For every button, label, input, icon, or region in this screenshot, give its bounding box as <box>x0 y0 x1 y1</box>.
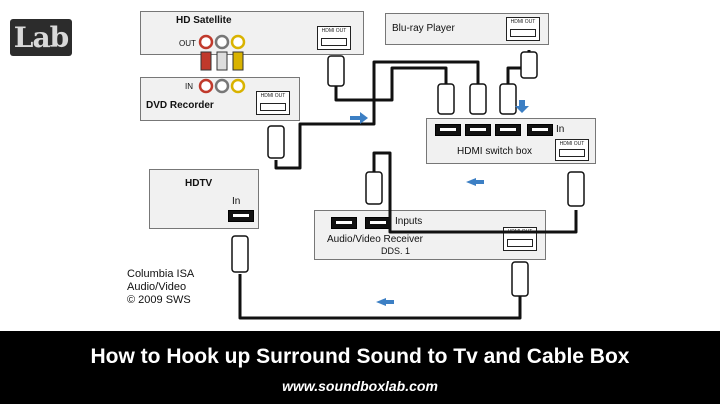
hdtv-box: HDTV In <box>149 169 259 229</box>
caption-title: How to Hook up Surround Sound to Tv and … <box>90 345 630 368</box>
dvd-hdmi-out-port: HDMI OUT <box>256 91 290 115</box>
hdmi-switch-label: HDMI switch box <box>457 146 533 157</box>
hdmi-plug-satellite <box>327 55 345 87</box>
dvd-in-label: IN <box>185 82 193 91</box>
caption-url: www.soundboxlab.com <box>282 378 438 394</box>
switch-in-port-1 <box>435 124 461 136</box>
hdmi-plug-switch-out <box>567 171 585 207</box>
switch-hdmi-out-port: HDMI OUT <box>555 139 589 161</box>
switch-in-port-2 <box>465 124 491 136</box>
hdmi-switch-box: In HDMI switch box HDMI OUT <box>426 118 596 164</box>
satellite-out-label: OUT <box>179 39 196 48</box>
switch-in-label: In <box>556 124 565 135</box>
switch-in-port-4 <box>527 124 553 136</box>
bluray-player-box: Blu-ray Player HDMI OUT <box>385 13 549 45</box>
hd-satellite-label: HD Satellite <box>176 15 232 26</box>
credit-line-1: Columbia ISA <box>127 268 195 280</box>
receiver-label: Audio/Video Receiver <box>327 234 423 245</box>
hdmi-plug-hdtv <box>231 235 249 273</box>
credit-line-3: © 2009 SWS <box>127 294 191 306</box>
site-logo: Lab <box>10 19 72 56</box>
hdmi-plug-bluray <box>520 51 538 79</box>
hdmi-plug-switch-3 <box>499 83 517 115</box>
switch-in-port-3 <box>495 124 521 136</box>
hdmi-plug-switch-2 <box>469 83 487 115</box>
hdtv-in-label: In <box>232 196 241 207</box>
hdmi-plug-receiver-in <box>365 171 383 205</box>
hdtv-label: HDTV <box>185 178 213 189</box>
dvd-recorder-box: IN DVD Recorder HDMI OUT <box>140 77 300 121</box>
satellite-hdmi-out-port: HDMI OUT <box>317 26 351 50</box>
caption-bar: How to Hook up Surround Sound to Tv and … <box>0 331 720 404</box>
bluray-label: Blu-ray Player <box>392 23 455 34</box>
hdtv-in-port <box>228 210 254 222</box>
credit-line-2: Audio/Video <box>127 281 187 293</box>
cable-receiver-to-hdtv <box>238 274 522 320</box>
cable-bluray-to-switch <box>506 50 531 86</box>
cable-satellite-to-switch <box>334 66 448 102</box>
receiver-input-port-1 <box>331 217 357 229</box>
receiver-inputs-label: Inputs <box>395 216 423 227</box>
av-receiver-box: Inputs Audio/Video Receiver DDS. 1 HDMI … <box>314 210 546 260</box>
diagram-credit: Columbia ISA Audio/Video © 2009 SWS <box>127 268 194 307</box>
receiver-model-label: DDS. 1 <box>381 246 411 256</box>
dvd-recorder-label: DVD Recorder <box>146 100 214 111</box>
hdmi-plug-switch-1 <box>437 83 455 115</box>
receiver-hdmi-out-port: HDMI OUT <box>503 227 537 251</box>
hdmi-plug-dvd <box>267 125 285 159</box>
arrow-2 <box>515 100 529 113</box>
arrow-4 <box>376 298 394 306</box>
hd-satellite-box: HD Satellite OUT HDMI OUT <box>140 11 364 55</box>
receiver-input-port-2 <box>365 217 391 229</box>
arrow-3 <box>466 178 484 186</box>
hdmi-plug-receiver-out <box>511 261 529 297</box>
arrow-1 <box>350 112 368 124</box>
bluray-hdmi-out-port: HDMI OUT <box>506 17 540 41</box>
